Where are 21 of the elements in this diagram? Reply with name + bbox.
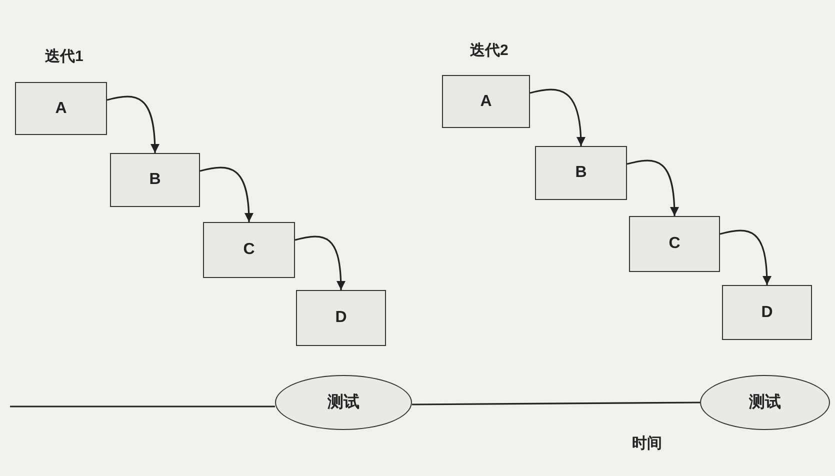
- process-box: D: [296, 290, 386, 346]
- iteration-title: 迭代1: [45, 47, 84, 66]
- arrow: [626, 160, 679, 216]
- arrow: [720, 230, 772, 286]
- process-box: B: [535, 146, 627, 200]
- test-ellipse: 测试: [275, 375, 412, 430]
- timeline: [10, 406, 275, 408]
- process-box: C: [629, 216, 720, 272]
- arrow: [530, 88, 586, 146]
- process-box: B: [110, 153, 200, 207]
- arrow: [294, 236, 346, 290]
- timeline: [412, 402, 700, 406]
- arrow: [106, 96, 160, 154]
- test-ellipse: 测试: [700, 375, 830, 430]
- process-box: C: [203, 222, 295, 278]
- process-box: A: [15, 82, 107, 135]
- process-box: D: [722, 285, 812, 340]
- axis-label: 时间: [632, 434, 662, 453]
- iteration-title: 迭代2: [470, 41, 508, 60]
- arrow: [200, 166, 254, 222]
- process-box: A: [442, 75, 530, 128]
